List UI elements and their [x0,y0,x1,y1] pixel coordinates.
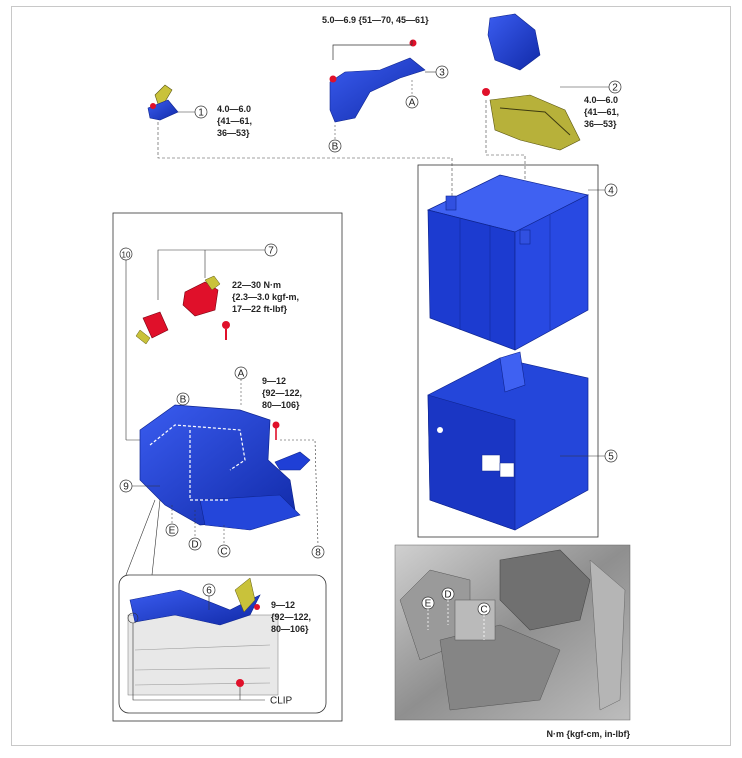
callout-6: 6 [206,586,212,597]
tray-bolt-icon [222,321,230,340]
negative-terminal-icon [445,195,457,211]
part-9-battery-tray [139,404,301,531]
detail-tray-image [127,577,279,696]
torque-8-line-1: 9—12 [262,376,286,386]
letter-b-top: B [332,142,339,153]
letter-d-photo: D [444,590,451,601]
letter-e-photo: E [425,599,432,610]
callout-4-circle [604,183,618,197]
units-label: N·m {kgf-cm, in-lbf} [546,729,630,739]
callout-5: 5 [608,452,614,463]
letter-b-tray: B [180,395,187,406]
part-3-battery-bracket [329,39,426,123]
diagram-frame [11,6,731,746]
part-4-battery [426,174,590,351]
letter-b-circle [328,139,342,153]
torque-6-line-2: {92—122, [271,612,311,622]
callout-8-circle [311,545,325,559]
callout-7-circle [264,243,278,257]
clip-label: CLIP [270,696,293,707]
callout-8: 8 [315,548,321,559]
callout-2: 2 [612,83,618,94]
part-5-battery-box [427,351,589,531]
callout-4: 4 [608,186,614,197]
letter-d-tray: D [191,540,198,551]
battery-cover-part [487,13,541,71]
callout-10: 10 [122,251,131,260]
positive-terminal-icon [519,229,531,245]
callout-5-circle [604,449,618,463]
letter-c-tray: C [220,547,227,558]
nut-icon [329,75,337,83]
callout-2-circle [608,80,622,94]
callout-9-circle [119,479,133,493]
nut-icon [150,103,156,109]
letter-e-tray: E [169,526,176,537]
torque-8-line-2: {92—122, [262,388,302,398]
torque-3: 5.0—6.9 {51—70, 45—61} [322,15,429,25]
part-7-fuse-block [182,275,221,317]
callout-1-circle [194,105,208,119]
torque-6-line-3: 80—106} [271,624,309,634]
torque-bolt-line-3: 17—22 ft-lbf} [232,304,288,314]
battery-group-box [417,164,599,538]
callout-9: 9 [123,482,129,493]
torque-bolt-line-1: 22—30 N·m [232,280,281,290]
part-2-positive-clamp [482,88,581,151]
letter-c-photo: C [480,605,487,616]
torque-6-line-1: 9—12 [271,600,295,610]
torque-2-line-2: {41—61, [584,107,619,117]
part-8-bracket [274,451,311,471]
torque-2-line-1: 4.0—6.0 [584,95,618,105]
callout-1: 1 [198,108,204,119]
letter-a-top: A [409,98,416,109]
letter-a-circle [405,95,419,109]
torque-8-line-3: 80—106} [262,400,300,410]
torque-bolt-line-2: {2.3—3.0 kgf-m, [232,292,299,302]
part-1-terminal-clamp [147,84,179,121]
nut-icon [482,88,490,96]
callout-3-circle [435,65,449,79]
detail-inset [118,574,327,714]
part-10-connector [135,311,169,345]
torque-1-line-2: {41—61, [217,116,252,126]
torque-1-line-3: 36—53} [217,128,250,138]
tray-group-box [112,212,343,722]
letter-a-tray: A [238,369,245,380]
bolt-icon [409,39,417,47]
callout-3: 3 [439,68,445,79]
callout-7: 7 [268,246,274,257]
inset-bolt-icon [254,604,260,610]
clip-icon [236,679,244,687]
torque-1-line-1: 4.0—6.0 [217,104,251,114]
torque-2-line-3: 36—53} [584,119,617,129]
bracket-bolt-icon [272,421,280,440]
vehicle-photo [394,544,631,721]
